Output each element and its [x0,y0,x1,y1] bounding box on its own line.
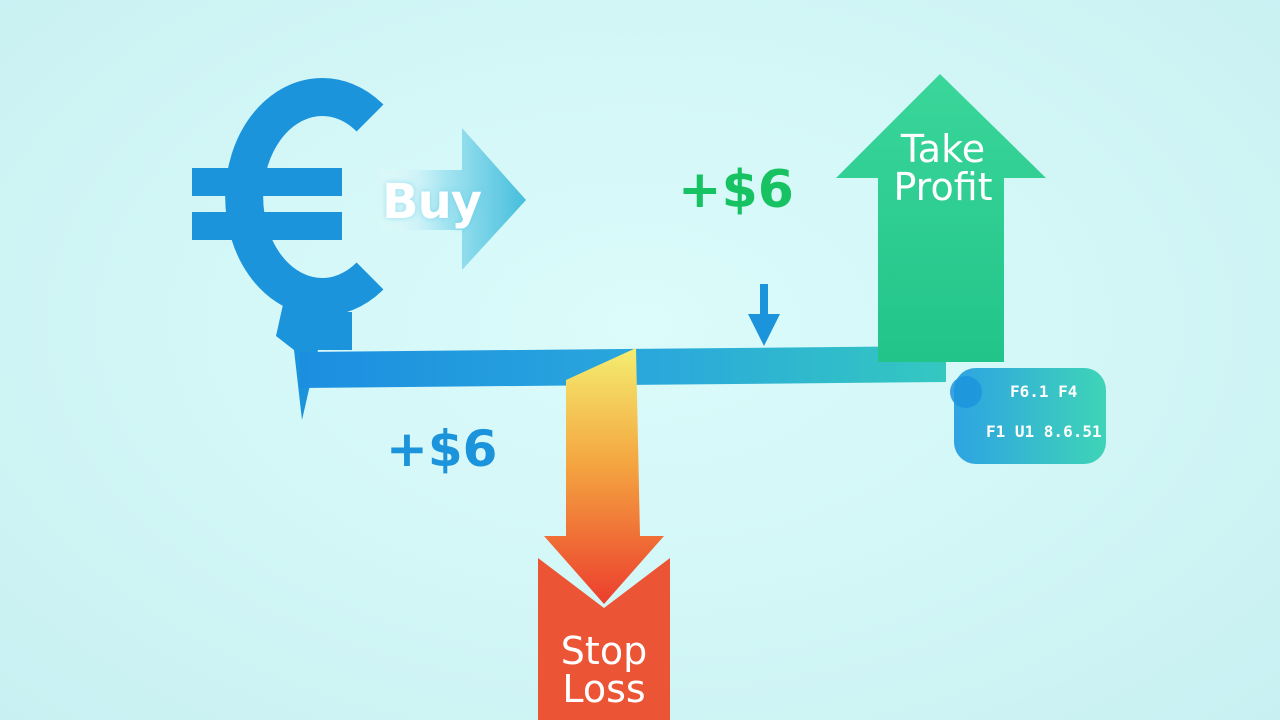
buy-label: Buy [382,174,482,230]
badge-text-line1: F6.1 F4 [1010,382,1078,401]
gain-label-top: +$6 [678,160,794,220]
price-badge [950,368,1106,464]
stop-loss-arrow [538,348,670,720]
arrow-right-icon [374,128,526,270]
take-profit-label: Take Profit [893,127,993,209]
gain-label-bottom: +$6 [386,420,498,478]
arrow-up-icon [836,74,1046,362]
badge-text-line2: F1 U1 8.6.51 [986,422,1102,441]
stop-loss-label: Stop Loss [560,629,648,711]
euro-sign-icon [192,78,384,420]
arrow-down-icon [748,284,780,346]
